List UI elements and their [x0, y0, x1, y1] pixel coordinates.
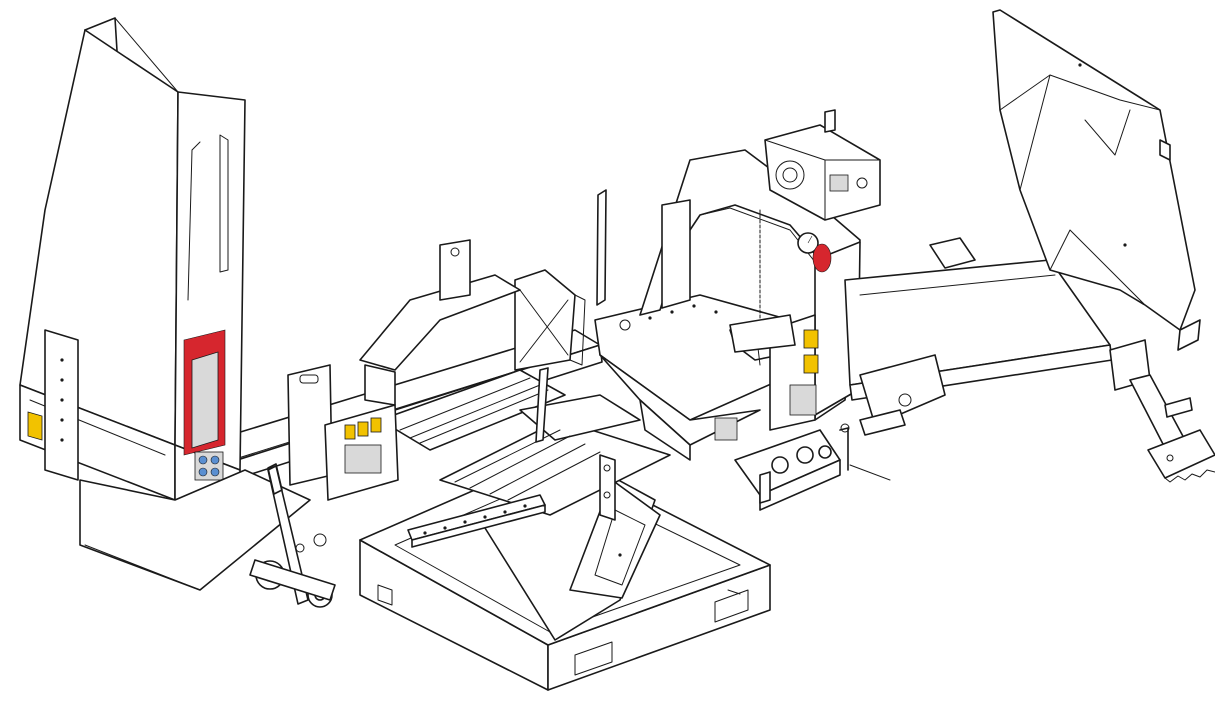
left-hopper	[19, 17, 311, 591]
slide-table	[379, 369, 566, 451]
left-controls	[249, 364, 399, 608]
info-label-icon	[198, 455, 208, 465]
engine	[764, 109, 881, 221]
right-hopper	[992, 9, 1201, 351]
jack-stand	[1109, 339, 1215, 483]
push-table	[439, 394, 671, 521]
warning-label-icon	[27, 411, 43, 441]
x-plate	[514, 269, 586, 371]
valve-block	[734, 423, 891, 511]
upright-rod	[535, 189, 607, 443]
right-beam	[844, 237, 1113, 436]
rear-frame	[359, 239, 521, 406]
adjust-bar	[407, 494, 546, 548]
